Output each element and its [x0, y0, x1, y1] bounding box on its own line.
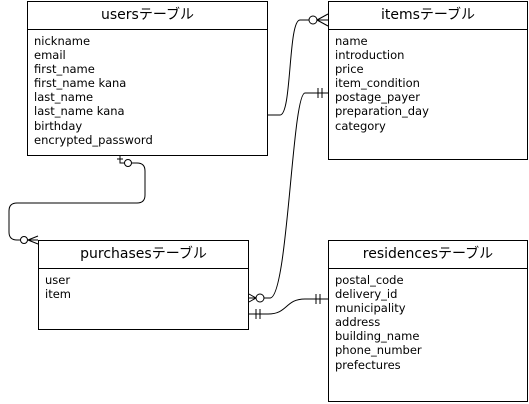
purchases-table-entity[interactable]: purchasesテーブル user item: [38, 240, 249, 330]
users-table-entity[interactable]: usersテーブル nickname email first_name firs…: [27, 1, 268, 156]
users-field: encrypted_password: [34, 132, 153, 147]
items-purchases-relationship: [248, 88, 328, 303]
items-field: item_condition: [335, 76, 420, 91]
purchases-table-title: purchasesテーブル: [39, 241, 248, 269]
purchases-field-list: user item: [39, 269, 248, 301]
users-field: first_name: [34, 62, 95, 77]
users-field-list: nickname email first_name first_name kan…: [28, 30, 267, 147]
residences-field: address: [335, 315, 381, 330]
residences-field: prefectures: [335, 357, 401, 372]
residences-table-entity[interactable]: residencesテーブル postal_code delivery_id m…: [328, 240, 528, 402]
items-table-title: itemsテーブル: [329, 2, 527, 30]
residences-field-list: postal_code delivery_id municipality add…: [329, 269, 527, 372]
users-field: last_name kana: [34, 104, 125, 119]
residences-field: building_name: [335, 329, 420, 344]
users-field: first_name kana: [34, 76, 127, 91]
purchases-field: item: [45, 287, 71, 302]
items-table-entity[interactable]: itemsテーブル name introduction price item_c…: [328, 1, 528, 160]
items-field-list: name introduction price item_condition p…: [329, 30, 527, 133]
users-field: last_name: [34, 90, 94, 105]
users-field: email: [34, 48, 66, 63]
residences-table-title: residencesテーブル: [329, 241, 527, 269]
residences-field: municipality: [335, 301, 406, 316]
items-field: preparation_day: [335, 104, 429, 119]
purchases-field: user: [45, 273, 71, 287]
items-field: price: [335, 62, 364, 77]
items-field: category: [335, 118, 386, 133]
items-field: introduction: [335, 48, 405, 63]
users-table-title: usersテーブル: [28, 2, 267, 30]
residences-field: postal_code: [335, 273, 404, 287]
residences-field: delivery_id: [335, 287, 398, 302]
users-field: nickname: [34, 34, 91, 48]
residences-field: phone_number: [335, 343, 422, 358]
items-field: name: [335, 34, 368, 48]
users-items-relationship: [241, 13, 329, 120]
users-field: birthday: [34, 118, 83, 133]
purchases-residences-relationship: [249, 294, 328, 319]
items-field: postage_payer: [335, 90, 420, 105]
users-purchases-relationship: [8, 156, 146, 245]
